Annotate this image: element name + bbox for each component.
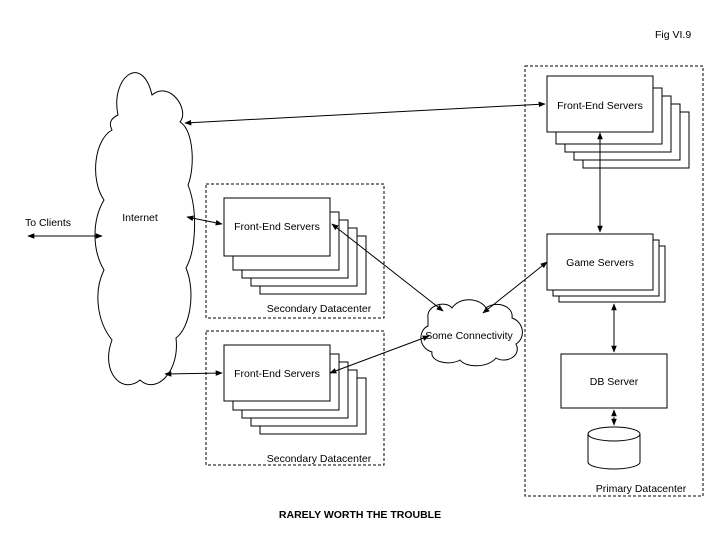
primary-datacenter: Front-End Servers Game Servers DB Server… xyxy=(524,65,704,497)
db-server-box xyxy=(560,353,668,409)
game-servers-label: Game Servers xyxy=(566,257,634,269)
figure-label: Fig VI.9 xyxy=(655,29,691,41)
connectivity-cloud xyxy=(420,299,523,367)
internet-secondary1-arrow xyxy=(186,215,223,226)
internet-primary-arrow xyxy=(184,101,546,126)
front-end-servers-box xyxy=(223,344,331,402)
db-server-label: DB Server xyxy=(590,376,639,388)
to-clients-label: To Clients xyxy=(25,217,71,229)
secondary2-connectivity-arrow xyxy=(329,335,430,374)
figure-caption: RARELY WORTH THE TROUBLE xyxy=(279,509,441,521)
datacenter-label: Primary Datacenter xyxy=(596,483,687,495)
front-end-servers-box xyxy=(546,75,654,133)
secondary-datacenter-1: Front-End Servers Secondary Datacenter xyxy=(205,183,385,319)
connections xyxy=(164,101,617,426)
front-end-servers-label: Front-End Servers xyxy=(234,221,320,233)
connectivity-label: Some Connectivity xyxy=(425,330,513,342)
connectivity-game-arrow xyxy=(482,261,548,314)
datacenter-label: Secondary Datacenter xyxy=(267,303,372,315)
internet-secondary2-arrow xyxy=(164,370,223,377)
front-end-servers-label: Front-End Servers xyxy=(234,368,320,380)
front-end-servers-box xyxy=(223,197,331,257)
datacenter-boundary xyxy=(205,330,385,466)
database-icon xyxy=(587,426,641,470)
internet-cloud xyxy=(94,72,195,386)
datacenter-label: Secondary Datacenter xyxy=(267,453,372,465)
secondary-datacenter-2: Front-End Servers Secondary Datacenter xyxy=(205,330,385,466)
internet-label: Internet xyxy=(122,212,158,224)
secondary1-connectivity-arrow xyxy=(331,223,444,312)
front-end-servers-label: Front-End Servers xyxy=(557,100,643,112)
